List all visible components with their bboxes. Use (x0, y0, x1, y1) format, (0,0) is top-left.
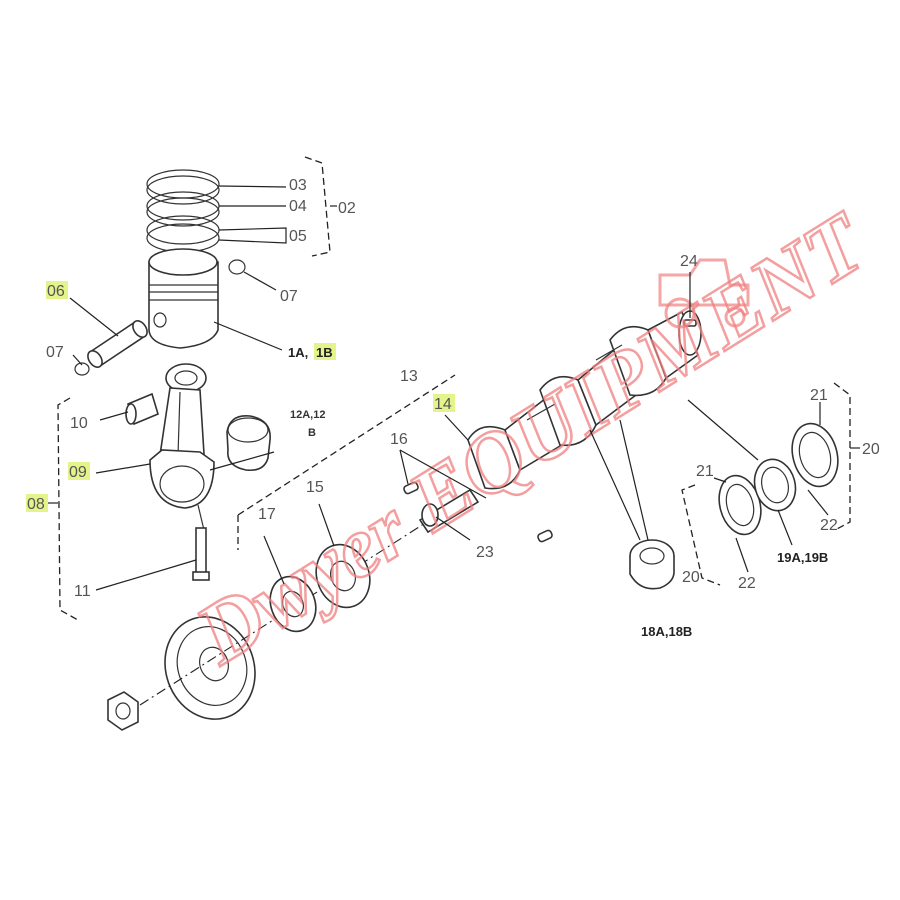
crank-gear-large (315, 543, 371, 609)
bracket-20-lower (681, 484, 721, 586)
label-22-lower: 22 (738, 575, 756, 592)
label-20-lower: 20 (682, 569, 700, 586)
label-12b: B (308, 427, 316, 439)
label-20-upper: 20 (862, 441, 880, 458)
label-02: 02 (338, 200, 356, 217)
watermark: Dwyer EQUIPMENT (178, 191, 885, 684)
label-08: 08 (27, 496, 45, 513)
label-05: 05 (289, 228, 307, 245)
label-15: 15 (306, 479, 324, 496)
crankshaft (418, 310, 702, 534)
main-bearing-18 (629, 539, 675, 590)
highlight-09 (68, 462, 90, 480)
label-19: 19A,19B (777, 550, 828, 565)
label-14: 14 (434, 396, 452, 413)
crankshaft-key (403, 481, 553, 543)
bracket-02 (304, 156, 331, 257)
label-17: 17 (258, 506, 276, 523)
hex-nut (107, 691, 139, 731)
label-10: 10 (70, 415, 88, 432)
rod-bearing-shell (226, 415, 271, 472)
bracket-13 (237, 374, 456, 550)
label-21-upper: 21 (810, 387, 828, 404)
thrust-washer-21-upper (791, 422, 839, 488)
piston-pin (87, 320, 148, 368)
bracket-20-upper (833, 382, 851, 531)
highlight-08 (26, 494, 48, 512)
crank-gear-small (269, 575, 317, 633)
label-1a: 1A, (288, 345, 308, 360)
assembly-axis (139, 519, 431, 706)
main-bearing-19 (753, 458, 797, 512)
label-07-right: 07 (280, 288, 298, 305)
bracket-08 (57, 397, 79, 621)
label-07-left: 07 (46, 344, 64, 361)
label-03: 03 (289, 177, 307, 194)
label-12a: 12A,12 (290, 409, 325, 421)
label-13: 13 (400, 368, 418, 385)
circlip-right (228, 259, 246, 275)
label-24: 24 (680, 253, 698, 270)
label-21-lower: 21 (696, 463, 714, 480)
label-04: 04 (289, 198, 307, 215)
highlight-06 (46, 281, 68, 299)
piston (148, 248, 219, 349)
circlip-left (74, 362, 90, 376)
small-end-bushing (125, 392, 159, 426)
label-09: 09 (69, 464, 87, 481)
connecting-rod (149, 363, 215, 531)
label-18: 18A,18B (641, 624, 692, 639)
piston-rings (146, 169, 220, 253)
tractor-icon (658, 258, 750, 329)
label-23: 23 (476, 544, 494, 561)
label-11: 11 (74, 583, 91, 600)
svg-text:Dwyer EQUIPMENT: Dwyer EQUIPMENT (179, 193, 884, 683)
highlight-1b (314, 343, 336, 360)
label-1b: 1B (316, 345, 333, 360)
rod-bolt (192, 527, 210, 581)
label-06: 06 (47, 283, 65, 300)
label-16: 16 (390, 431, 408, 448)
crank-pulley (164, 616, 256, 720)
highlight-14 (433, 394, 455, 412)
label-22-upper: 22 (820, 517, 838, 534)
